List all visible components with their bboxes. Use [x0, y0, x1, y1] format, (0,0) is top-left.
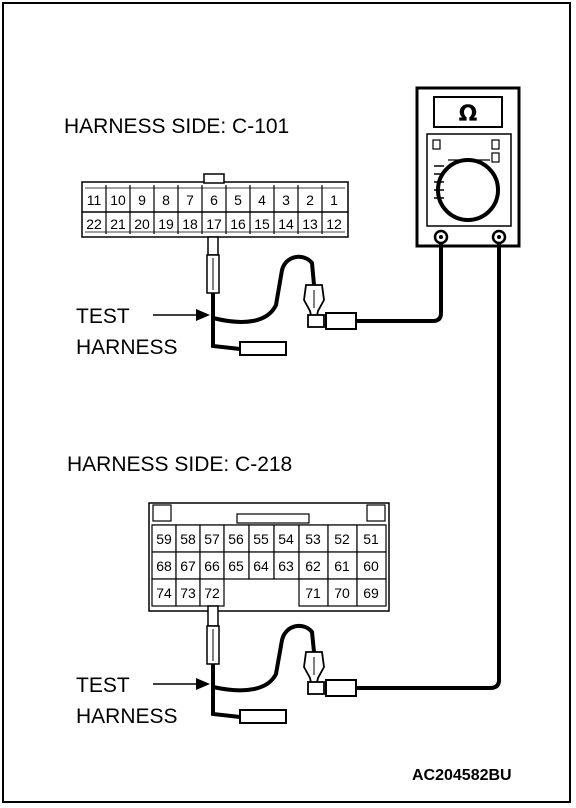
harness-wire-2b [212, 623, 316, 693]
pin-c101-4: 4 [258, 192, 266, 208]
pin-c101-3: 3 [282, 192, 290, 208]
clip-nose-1 [307, 314, 325, 328]
probe-pin-2 [207, 605, 219, 627]
connector-c218-lock-right [366, 504, 386, 522]
connector-c218-lock-left [152, 504, 172, 522]
pin-c101-22: 22 [86, 216, 102, 232]
test-harness-label-2: TEST HARNESS [76, 674, 210, 728]
arrow-head-2 [196, 678, 210, 690]
pin-c218-69: 69 [363, 585, 379, 601]
pin-c101-7: 7 [186, 192, 194, 208]
pin-c101-20: 20 [134, 216, 150, 232]
pin-c218-62: 62 [305, 558, 321, 574]
connector-c218-top-rib [236, 513, 310, 524]
pin-c218-54: 54 [278, 531, 294, 547]
probe-pin-1 [207, 236, 219, 256]
clip-nose-2 [307, 681, 325, 695]
pin-c101-10: 10 [110, 192, 126, 208]
meter-lead-1 [356, 243, 443, 323]
pin-c218-72: 72 [204, 585, 220, 601]
selector-dial [436, 158, 500, 222]
pin-c101-18: 18 [182, 216, 198, 232]
pin-c101-9: 9 [138, 192, 146, 208]
pin-c218-64: 64 [253, 558, 269, 574]
range-mark-3 [491, 152, 500, 163]
pin-c218-68: 68 [156, 558, 172, 574]
pin-c101-2: 2 [306, 192, 314, 208]
pin-c101-5: 5 [234, 192, 242, 208]
pin-c218-53: 53 [305, 531, 321, 547]
ohm-icon: Ω [459, 102, 478, 127]
pin-c218-52: 52 [334, 531, 350, 547]
pin-c101-11: 11 [87, 192, 102, 208]
pin-c101-6: 6 [210, 192, 218, 208]
pin-c101-1: 1 [330, 192, 338, 208]
pin-c218-73: 73 [180, 585, 196, 601]
arrow-head-1 [196, 309, 210, 321]
pin-c218-51: 51 [363, 531, 379, 547]
pin-c218-67: 67 [180, 558, 196, 574]
pin-c218-70: 70 [334, 585, 350, 601]
test-label-1: TEST [76, 305, 130, 328]
connector-c101-lock [203, 173, 225, 184]
connector-c218: 59 58 57 56 55 54 53 52 51 68 67 66 65 6… [148, 502, 390, 612]
pin-c218-71: 71 [305, 585, 321, 601]
harness-plug-1 [239, 341, 287, 356]
pin-c218-58: 58 [180, 531, 196, 547]
lead-plug-1 [325, 312, 357, 330]
meter-lead-2 [356, 243, 501, 690]
pin-c101-8: 8 [162, 192, 170, 208]
pin-c101-12: 12 [326, 216, 342, 232]
pin-c101-19: 19 [158, 216, 174, 232]
pin-c218-65: 65 [228, 558, 244, 574]
pin-c218-61: 61 [334, 558, 350, 574]
pin-c218-57: 57 [204, 531, 220, 547]
pin-c218-60: 60 [363, 558, 379, 574]
connector-c101: 11 10 9 8 7 6 5 4 3 2 1 22 21 20 19 18 1… [81, 173, 349, 238]
pin-c101-21: 21 [110, 216, 126, 232]
harness-wire-1b [212, 254, 316, 324]
pin-c218-74: 74 [156, 585, 172, 601]
figure-code: AC204582BU [412, 767, 512, 784]
test-label-2: TEST [76, 674, 130, 697]
pin-c101-14: 14 [278, 216, 294, 232]
harness-label-1: HARNESS [76, 336, 178, 359]
pin-c218-56: 56 [228, 531, 244, 547]
pin-c101-17: 17 [206, 216, 222, 232]
harness-plug-2 [239, 709, 287, 724]
range-mark-1 [432, 139, 441, 150]
range-mark-2 [491, 139, 500, 150]
harness-wire-1a [211, 293, 241, 351]
connector-c101-title: HARNESS SIDE: C-101 [64, 115, 289, 138]
test-harness-2 [206, 243, 501, 724]
lead-plug-2 [325, 679, 357, 697]
connector-c218-title: HARNESS SIDE: C-218 [67, 453, 292, 476]
pin-c218-63: 63 [278, 558, 294, 574]
harness-label-2: HARNESS [76, 705, 178, 728]
pin-c218-66: 66 [204, 558, 220, 574]
pin-c218-55: 55 [253, 531, 269, 547]
pin-c101-13: 13 [302, 216, 318, 232]
pin-c218-59: 59 [156, 531, 172, 547]
meter-display [433, 96, 503, 128]
ohmmeter: Ω [415, 86, 521, 248]
pin-c101-16: 16 [230, 216, 246, 232]
harness-wire-2a [211, 664, 241, 719]
pin-c101-15: 15 [254, 216, 270, 232]
figure-frame [2, 2, 571, 803]
test-harness-label-1: TEST HARNESS [76, 305, 210, 359]
test-harness-1 [206, 236, 443, 356]
